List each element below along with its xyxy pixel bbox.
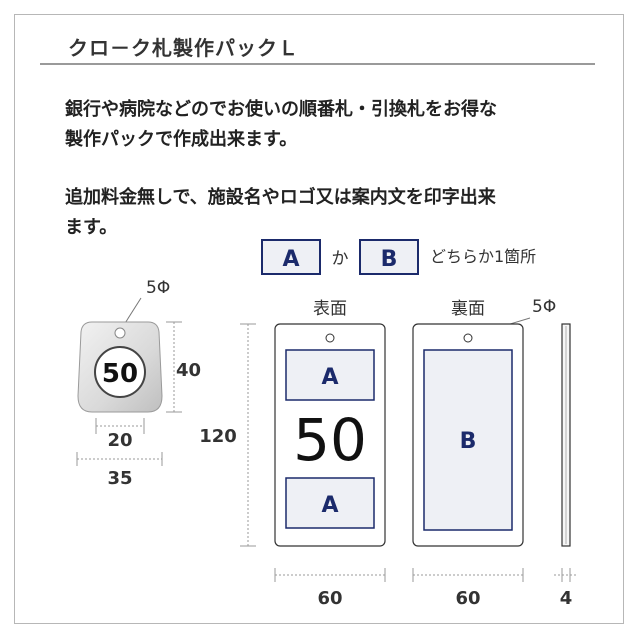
note-text: 追加料金無しで、施設名やロゴ又は案内文を印字出来 ます。 (65, 183, 605, 243)
intro-line-1: 銀行や病院などのでお使いの順番札・引換札をお得な (65, 99, 497, 120)
note-line-2: ます。 (65, 217, 118, 238)
outer-frame (14, 14, 624, 624)
intro-text: 銀行や病院などのでお使いの順番札・引換札をお得な 製作パックで作成出来ます。 (65, 95, 605, 155)
note-line-1: 追加料金無しで、施設名やロゴ又は案内文を印字出来 (65, 187, 496, 208)
title-divider (40, 63, 595, 65)
page-title: クロ－ク札製作パックＬ (68, 36, 299, 60)
intro-line-2: 製作パックで作成出来ます。 (65, 129, 298, 150)
